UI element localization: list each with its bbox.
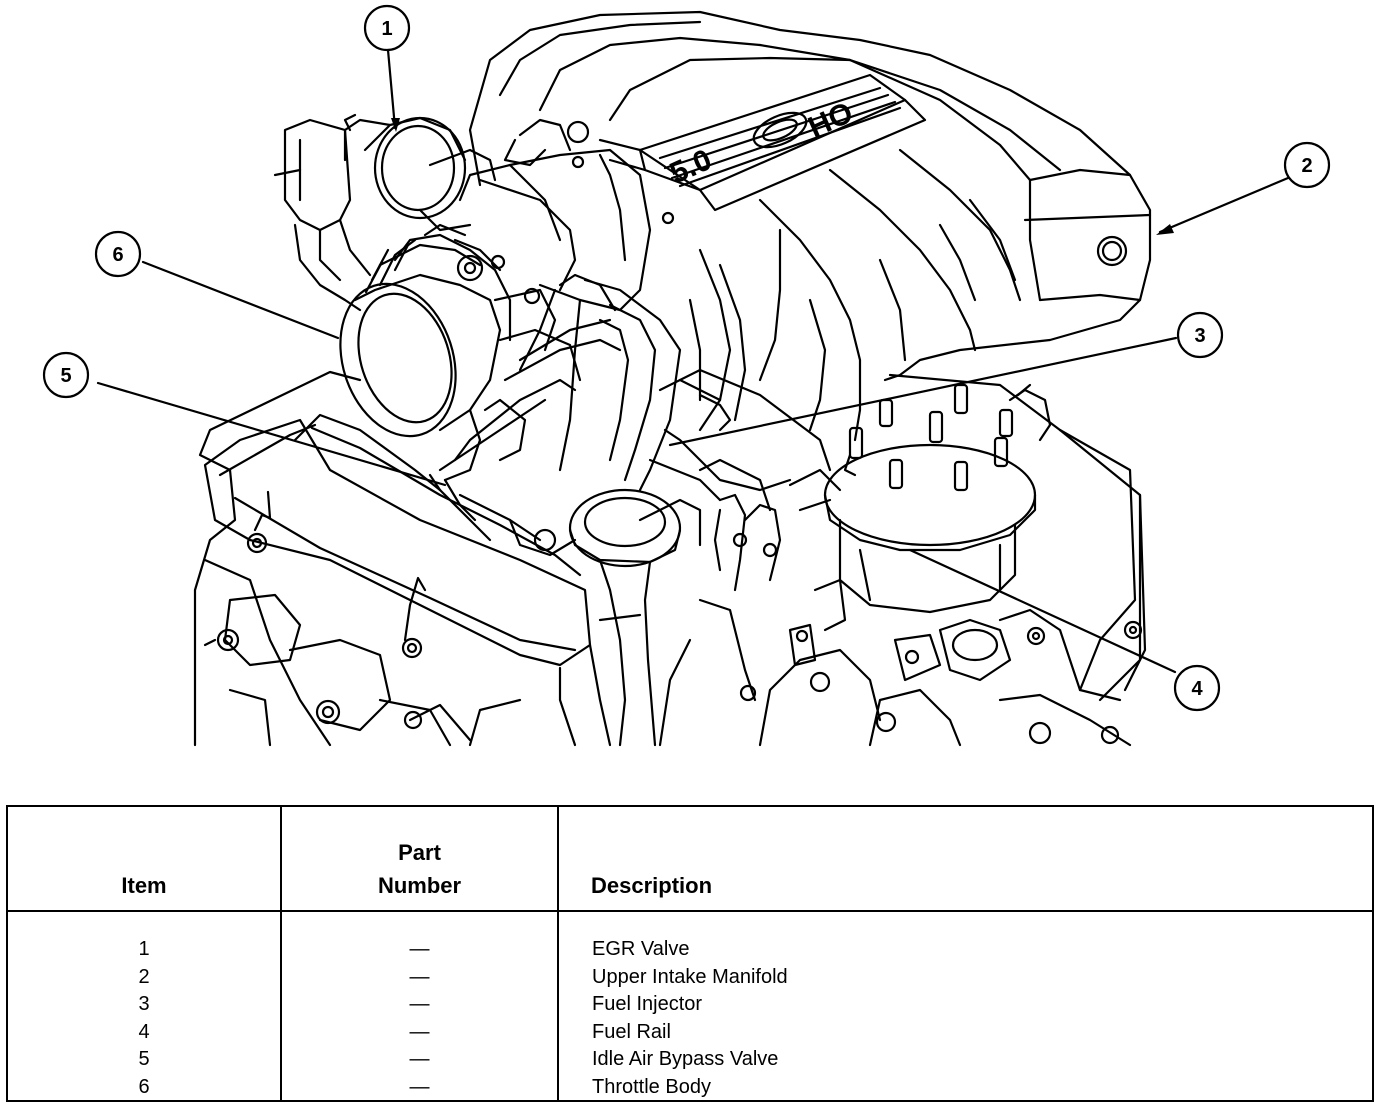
item-cell: 2	[138, 965, 150, 988]
part-number-cell: —	[409, 1075, 430, 1098]
description-cell: Fuel Rail	[592, 1020, 671, 1043]
leader-4	[908, 548, 1177, 674]
part-number-cell: —	[409, 993, 430, 1015]
callout-4: 4	[1173, 664, 1221, 712]
lower-engine-block	[193, 370, 612, 747]
part-number-cell: —	[409, 1048, 430, 1070]
description-cell: Upper Intake Manifold	[592, 965, 788, 988]
upper-intake-manifold	[468, 10, 1152, 442]
callout-number: 1	[381, 18, 392, 40]
parts-table: Item Part Number Description 1 2 3 4 5 6	[8, 807, 1372, 1102]
part-number-column: — — — — — —	[281, 911, 559, 1102]
callout-number: 6	[112, 244, 123, 266]
part-number-cell: —	[409, 965, 430, 988]
header-description: Description	[558, 807, 1372, 912]
part-number-cell: —	[409, 1020, 430, 1043]
callout-6: 6	[94, 230, 142, 278]
callout-number: 5	[60, 365, 71, 387]
leader-1	[386, 48, 397, 130]
description-cell: EGR Valve	[592, 938, 690, 960]
item-cell: 3	[138, 993, 150, 1015]
fuel-rail-assembly	[648, 368, 847, 632]
engine-diagram: 5.0 HO	[42, 4, 1331, 747]
leader-2	[1158, 176, 1290, 234]
item-column: 1 2 3 4 5 6	[8, 911, 282, 1102]
table-body-row: 1 2 3 4 5 6 — — — — — — EGR Valve	[8, 911, 1372, 1102]
description-cell: Idle Air Bypass Valve	[592, 1048, 779, 1070]
header-item: Item	[8, 807, 282, 912]
item-cell: 4	[138, 1020, 150, 1043]
description-cell: Throttle Body	[592, 1075, 711, 1098]
description-cell: Fuel Injector	[592, 993, 703, 1015]
callout-1: 1	[363, 4, 411, 52]
description-column: EGR Valve Upper Intake Manifold Fuel Inj…	[558, 911, 1372, 1102]
header-part-line2: Number	[377, 873, 462, 898]
callout-3: 3	[1176, 311, 1224, 359]
leader-3	[668, 336, 1178, 447]
distributor	[823, 383, 1052, 614]
throttle-body-assembly	[273, 113, 682, 557]
callout-number: 3	[1194, 325, 1205, 347]
callout-number: 2	[1301, 155, 1312, 177]
right-engine-block	[658, 373, 1147, 747]
badge-left-text: 5.0	[665, 143, 717, 190]
part-number-cell: —	[409, 938, 430, 960]
header-part-line1: Part	[398, 840, 441, 865]
item-cell: 6	[138, 1075, 150, 1098]
leader-6	[141, 260, 340, 340]
callout-number: 4	[1191, 678, 1203, 700]
callout-leaders	[96, 48, 1290, 674]
parts-table-container: Item Part Number Description 1 2 3 4 5 6	[6, 805, 1374, 1102]
header-part-number: Part Number	[281, 807, 559, 912]
callout-5: 5	[42, 351, 90, 399]
item-cell: 5	[138, 1048, 150, 1070]
callout-2: 2	[1283, 141, 1331, 189]
leader-5	[96, 381, 447, 487]
item-cell: 1	[138, 938, 150, 960]
oil-filler-cap	[568, 488, 702, 747]
badge-right-text: HO	[803, 96, 858, 144]
table-header-row: Item Part Number Description	[8, 807, 1372, 912]
